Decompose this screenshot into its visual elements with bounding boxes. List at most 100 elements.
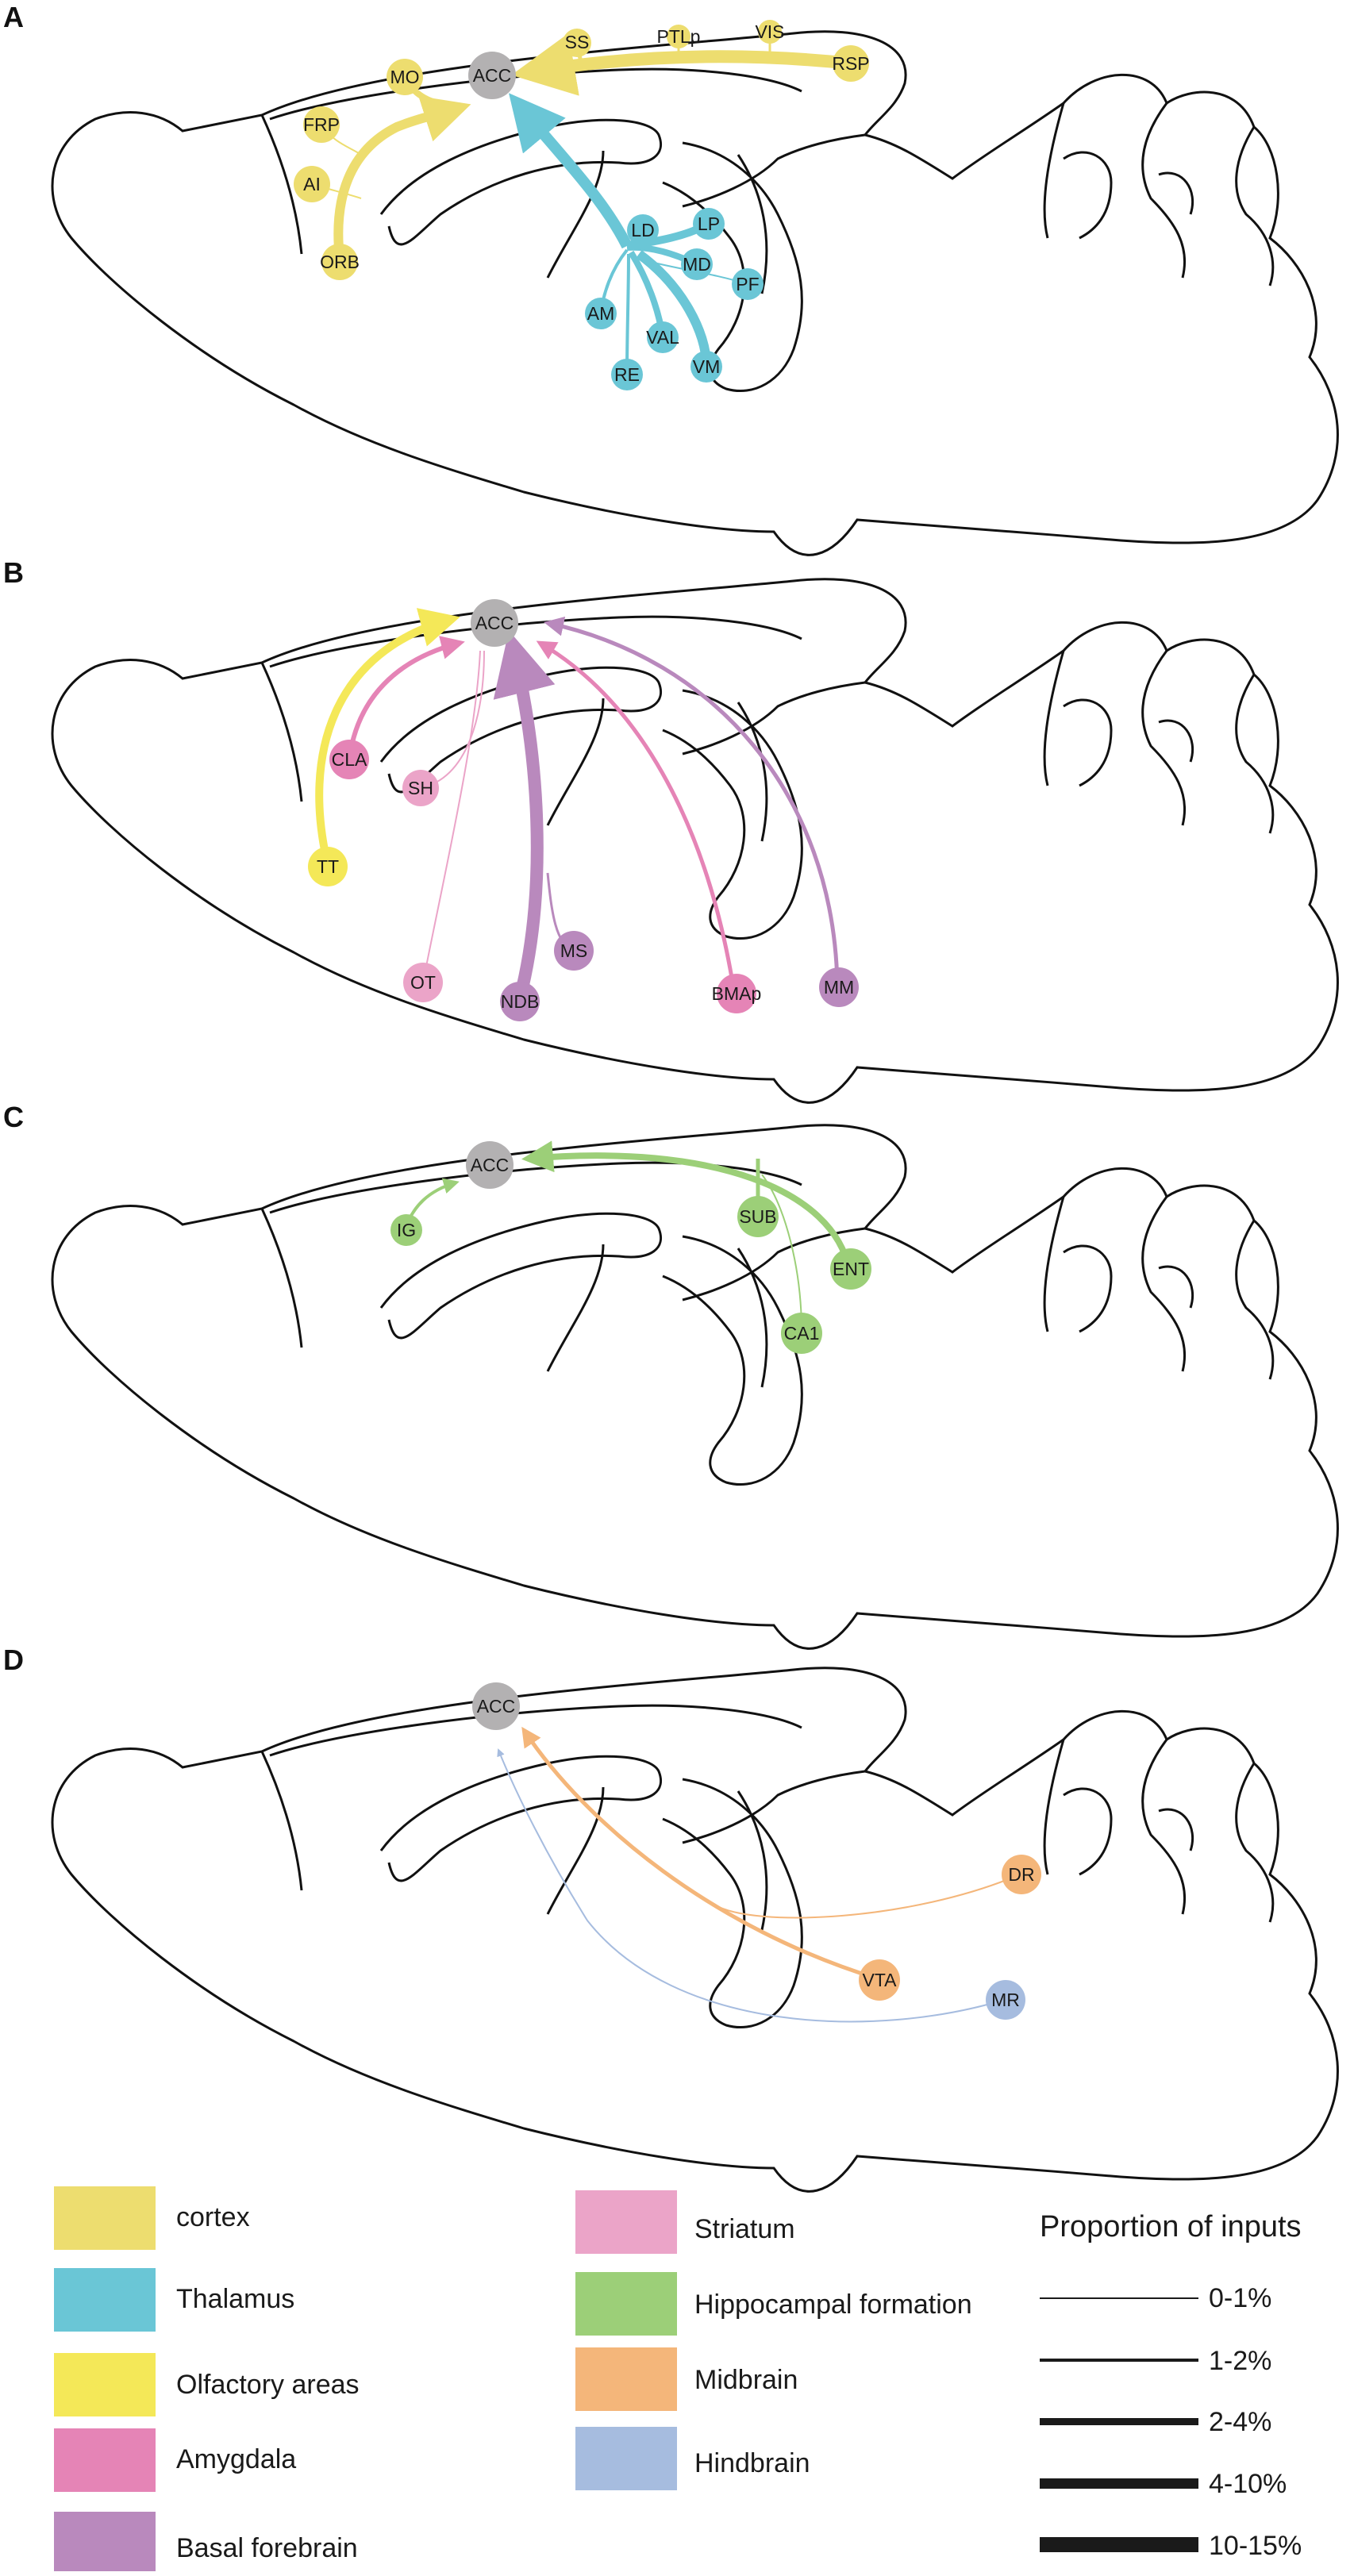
proportion-item-10-15: 10-15% (1040, 2531, 1302, 2561)
edge-bmap-acc (536, 640, 737, 993)
panel-letter-a: A (3, 1, 24, 33)
panel-a: A ACC MO FRP AI ORB SS PTLp VIS RSP (3, 1, 1339, 556)
svg-text:TT: TT (317, 856, 339, 877)
node-acc-d: ACC (472, 1682, 520, 1730)
panel-letter-b: B (3, 556, 24, 589)
node-md: MD (681, 248, 713, 280)
edge-dr-acc (714, 1874, 1021, 1919)
svg-text:DR: DR (1008, 1864, 1034, 1885)
node-val: VAL (646, 321, 679, 353)
node-ptlp: PTLp (657, 25, 701, 48)
svg-text:CLA: CLA (332, 749, 367, 770)
svg-text:10-15%: 10-15% (1209, 2531, 1302, 2561)
node-ig: IG (390, 1214, 422, 1246)
edge-vta-acc (521, 1726, 878, 1981)
node-dr: DR (1002, 1855, 1041, 1894)
proportion-title: Proportion of inputs (1040, 2210, 1302, 2243)
svg-text:MR: MR (991, 1990, 1020, 2010)
node-ld: LD (627, 214, 659, 246)
svg-text:ACC: ACC (473, 65, 512, 86)
svg-text:BMAp: BMAp (712, 983, 762, 1004)
legend-category-cortex: cortex (54, 2186, 250, 2250)
node-ms: MS (554, 931, 594, 971)
node-tt: TT (308, 847, 348, 886)
svg-text:1-2%: 1-2% (1209, 2346, 1271, 2376)
node-ca1: CA1 (781, 1313, 822, 1354)
proportion-item-4-10: 4-10% (1040, 2469, 1287, 2499)
node-vta: VTA (859, 1959, 900, 2001)
legend-category-hindbrain: Hindbrain (575, 2427, 810, 2490)
node-ndb: NDB (500, 982, 540, 1021)
svg-text:OT: OT (410, 972, 436, 993)
svg-text:MS: MS (560, 940, 588, 961)
svg-text:ACC: ACC (471, 1155, 510, 1175)
legend-category-midbrain: Midbrain (575, 2347, 798, 2411)
svg-text:PTLp: PTLp (657, 26, 701, 47)
legend-category-amygdala: Amygdala (54, 2428, 296, 2492)
node-vm: VM (690, 351, 722, 383)
node-vis: VIS (755, 20, 785, 44)
legend-category-thalamus: Thalamus (54, 2268, 294, 2332)
svg-text:NDB: NDB (501, 991, 540, 1012)
svg-text:AM: AM (587, 303, 615, 324)
legend: cortex Thalamus Olfactory areas Amygdala… (54, 2186, 1302, 2571)
edge-mm-acc (544, 616, 840, 985)
svg-text:Striatum: Striatum (694, 2214, 795, 2244)
panel-c: C ACC IG SUB ENT CA1 (3, 1101, 1339, 1650)
edge-ot-acc (422, 650, 481, 983)
node-sh: SH (402, 770, 439, 806)
node-lp: LP (693, 208, 725, 240)
svg-text:Basal forebrain: Basal forebrain (176, 2533, 358, 2563)
edge-rsp-acc (511, 33, 852, 96)
node-mr: MR (986, 1980, 1025, 2020)
svg-text:Olfactory areas: Olfactory areas (176, 2370, 360, 2400)
edge-ent-acc (521, 1140, 852, 1271)
proportion-item-1-2: 1-2% (1040, 2346, 1271, 2376)
node-acc-c: ACC (466, 1141, 514, 1189)
node-rsp: RSP (832, 45, 870, 82)
edge-orb-acc (333, 95, 471, 259)
edge-tt-acc (315, 608, 460, 867)
svg-text:VIS: VIS (755, 21, 784, 42)
svg-text:4-10%: 4-10% (1209, 2469, 1287, 2499)
edge-ndb-acc (493, 630, 556, 1000)
svg-text:Thalamus: Thalamus (176, 2284, 294, 2314)
svg-text:ORB: ORB (320, 252, 360, 272)
svg-text:MO: MO (390, 67, 419, 87)
node-am: AM (585, 298, 617, 329)
panel-letter-c: C (3, 1101, 24, 1133)
node-ent: ENT (830, 1248, 871, 1290)
svg-text:ENT: ENT (833, 1259, 869, 1279)
node-frp: FRP (303, 106, 340, 143)
node-ot: OT (403, 963, 443, 1002)
panel-d: D ACC DR VTA MR (3, 1644, 1339, 2193)
svg-text:ACC: ACC (475, 613, 514, 633)
svg-text:RE: RE (614, 364, 640, 385)
svg-text:cortex: cortex (176, 2202, 250, 2232)
svg-text:MD: MD (683, 254, 711, 275)
node-cla: CLA (329, 740, 369, 779)
edge-thalamus-trunk (509, 93, 633, 249)
proportion-legend: Proportion of inputs 0-1% 1-2% 2-4% 4-10… (1040, 2210, 1302, 2561)
svg-text:SS: SS (565, 32, 590, 52)
svg-text:LP: LP (698, 213, 720, 234)
node-sub: SUB (737, 1196, 779, 1237)
legend-category-basal-forebrain: Basal forebrain (54, 2512, 358, 2571)
node-orb: ORB (320, 244, 360, 280)
svg-text:RSP: RSP (832, 53, 869, 74)
node-acc-a: ACC (468, 52, 516, 99)
svg-text:VM: VM (693, 356, 721, 377)
svg-text:Midbrain: Midbrain (694, 2365, 798, 2395)
svg-text:CA1: CA1 (784, 1323, 820, 1344)
brain-outline-c (51, 1124, 1339, 1650)
svg-text:SH: SH (408, 778, 433, 798)
svg-text:VAL: VAL (646, 327, 679, 348)
edge-ca1-acc (761, 1174, 802, 1332)
svg-text:ACC: ACC (477, 1696, 516, 1717)
svg-text:Hippocampal formation: Hippocampal formation (694, 2290, 972, 2320)
svg-text:SUB: SUB (739, 1206, 776, 1227)
svg-text:MM: MM (824, 977, 854, 998)
panel-b: B ACC CLA SH TT OT NDB MS BMAp MM (3, 556, 1339, 1104)
proportion-item-0-1: 0-1% (1040, 2283, 1271, 2313)
